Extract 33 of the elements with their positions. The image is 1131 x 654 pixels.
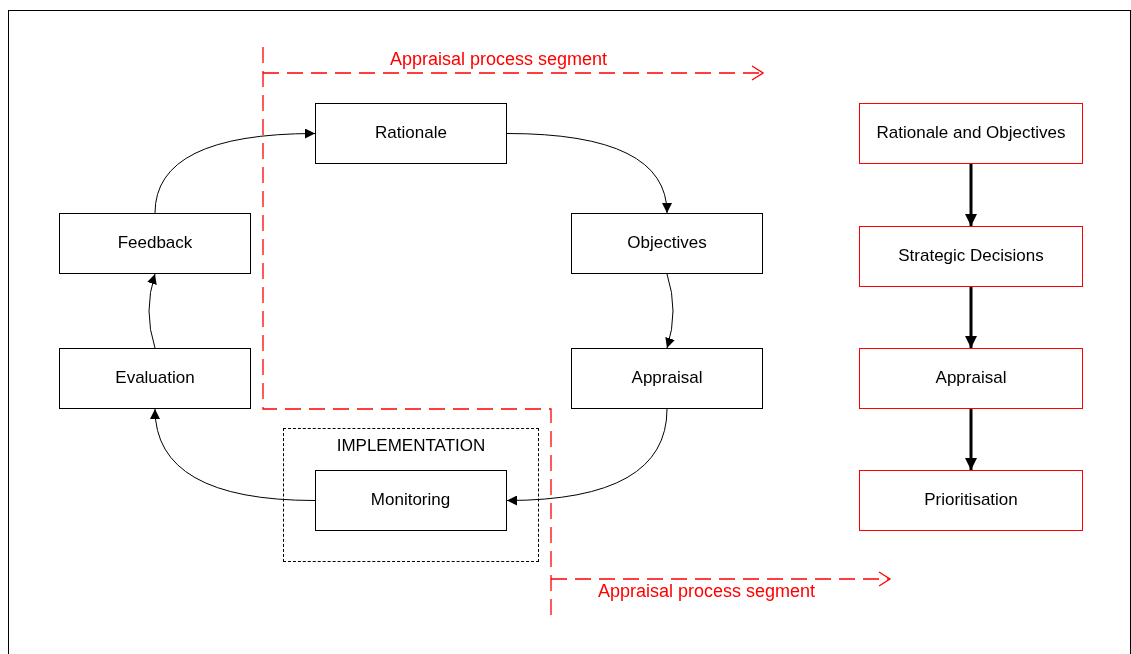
box-label: IMPLEMENTATION <box>335 435 487 457</box>
process-box <box>859 226 1083 287</box>
box-label: Feedback <box>116 232 194 255</box>
box-label: Prioritisation <box>923 489 1019 512</box>
process-box <box>571 348 763 409</box>
arrow <box>665 273 675 349</box>
box-label: Evaluation <box>114 367 196 390</box>
box-label: Monitoring <box>369 488 452 511</box>
process-box <box>314 469 507 531</box>
arrow <box>506 408 668 506</box>
arrow <box>965 409 977 470</box>
segment-label: Appraisal process segment <box>598 581 816 602</box>
arrow <box>154 128 316 214</box>
box-label: Rationale and Objectives <box>875 122 1067 145</box>
arrow <box>147 273 157 349</box>
process-box <box>571 213 763 274</box>
arrow <box>506 133 672 214</box>
process-box <box>859 103 1083 164</box>
segment-label: Appraisal process segment <box>390 49 608 70</box>
box-label: Appraisal <box>630 367 704 390</box>
box-label: Strategic Decisions <box>897 245 1045 268</box>
process-box <box>859 470 1083 531</box>
process-box <box>859 348 1083 409</box>
arrow <box>965 164 977 226</box>
group-box <box>283 428 539 562</box>
arrow <box>150 408 316 501</box>
box-label: Appraisal <box>934 367 1008 390</box>
process-box <box>59 213 251 274</box>
box-label: Rationale <box>374 122 448 145</box>
box-label: Objectives <box>626 232 708 255</box>
process-box <box>315 103 507 164</box>
arrow <box>965 287 977 348</box>
process-box <box>59 348 251 409</box>
